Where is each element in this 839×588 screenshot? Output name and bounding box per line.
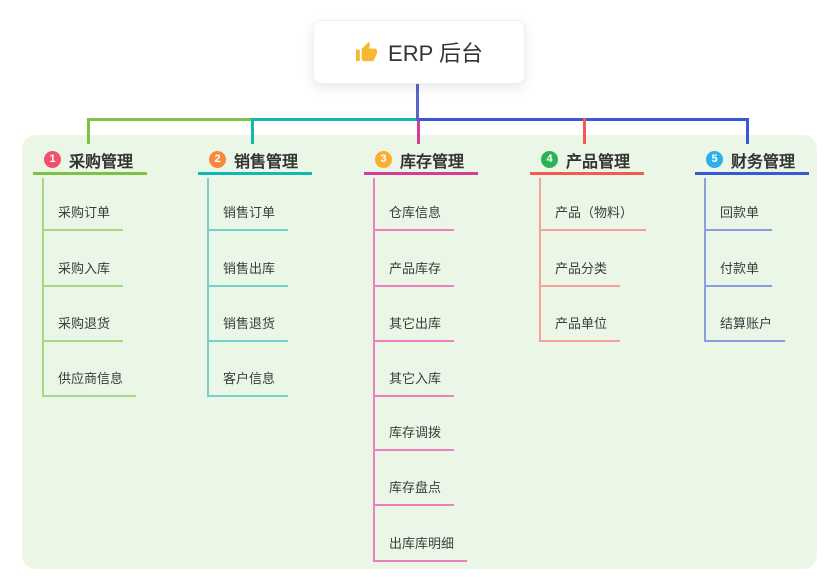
child-node[interactable]: 其它入库	[373, 369, 455, 397]
branch-spine	[42, 178, 44, 397]
child-node[interactable]: 仓库信息	[373, 203, 455, 231]
child-node[interactable]: 销售退货	[207, 314, 289, 342]
branch-node-4[interactable]: 4 产品管理	[530, 147, 644, 175]
child-node[interactable]: 库存盘点	[373, 478, 455, 506]
branch-node-label: 产品管理	[566, 153, 631, 171]
branch-node-5[interactable]: 5 财务管理	[695, 147, 809, 175]
branch-number-badge: 3	[375, 151, 392, 168]
branch-spine	[373, 178, 375, 562]
branch-number-badge: 1	[44, 151, 61, 168]
branch-number-badge: 4	[541, 151, 558, 168]
connector-drop	[417, 121, 420, 144]
child-node[interactable]: 产品分类	[539, 259, 621, 287]
branch-number-badge: 2	[209, 151, 226, 168]
child-node[interactable]: 供应商信息	[42, 369, 137, 397]
connector-root-stem	[416, 83, 419, 121]
child-node[interactable]: 结算账户	[704, 314, 786, 342]
branch-spine	[704, 178, 706, 342]
branch-spine	[539, 178, 541, 342]
branch-spine	[207, 178, 209, 397]
child-node[interactable]: 其它出库	[373, 314, 455, 342]
child-node[interactable]: 采购入库	[42, 259, 124, 287]
child-node[interactable]: 采购退货	[42, 314, 124, 342]
branch-node-label: 采购管理	[69, 153, 134, 171]
child-node[interactable]: 客户信息	[207, 369, 289, 397]
connector-horizontal-mid	[251, 118, 420, 121]
child-node[interactable]: 产品单位	[539, 314, 621, 342]
connector-drop	[746, 118, 749, 144]
branch-number-badge: 5	[706, 151, 723, 168]
child-node[interactable]: 付款单	[704, 259, 773, 287]
child-node[interactable]: 出库库明细	[373, 534, 468, 562]
thumbs-up-icon	[355, 41, 378, 64]
child-node[interactable]: 销售出库	[207, 259, 289, 287]
child-node[interactable]: 采购订单	[42, 203, 124, 231]
branch-node-label: 财务管理	[731, 153, 796, 171]
branch-node-1[interactable]: 1 采购管理	[33, 147, 147, 175]
child-node[interactable]: 库存调拨	[373, 423, 455, 451]
branch-node-3[interactable]: 3 库存管理	[364, 147, 478, 175]
child-node[interactable]: 回款单	[704, 203, 773, 231]
branch-node-label: 库存管理	[400, 153, 465, 171]
connector-drop	[251, 118, 254, 144]
connector-drop	[583, 118, 586, 144]
root-node-label: ERP 后台	[388, 41, 483, 66]
branch-node-label: 销售管理	[234, 153, 299, 171]
root-node[interactable]: ERP 后台	[313, 20, 525, 84]
branch-node-2[interactable]: 2 销售管理	[198, 147, 312, 175]
child-node[interactable]: 产品库存	[373, 259, 455, 287]
branches-panel	[22, 135, 817, 569]
connector-drop	[87, 118, 90, 144]
child-node[interactable]: 销售订单	[207, 203, 289, 231]
child-node[interactable]: 产品（物料）	[539, 203, 647, 231]
